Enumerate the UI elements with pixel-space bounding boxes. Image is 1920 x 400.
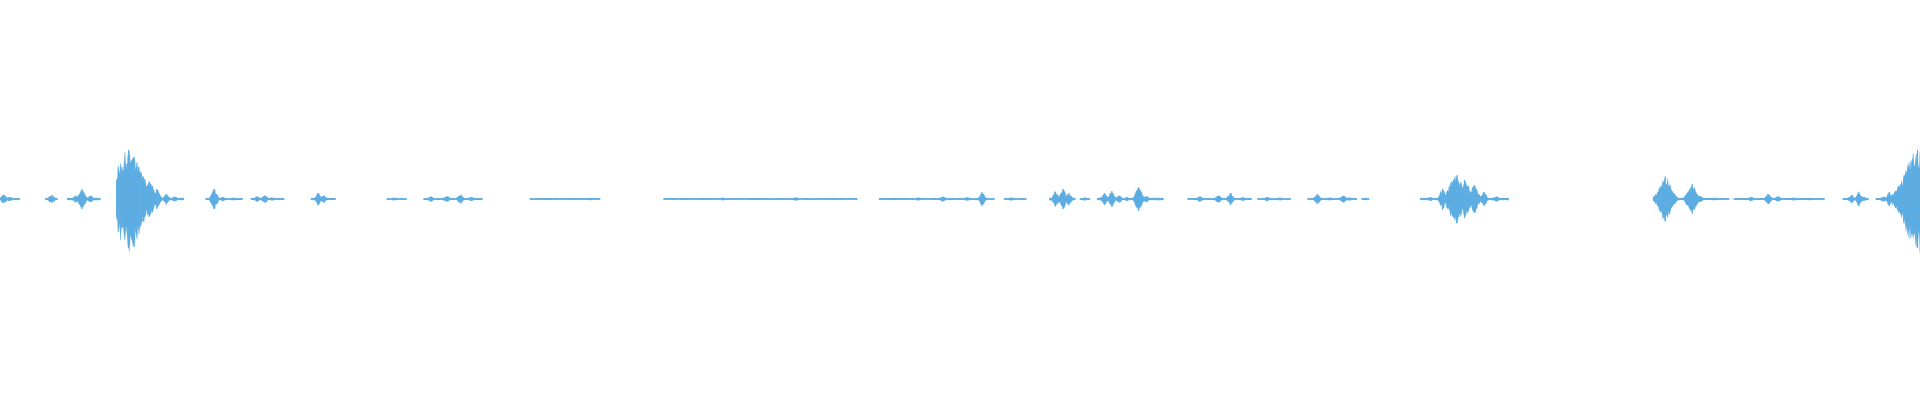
waveform-segment: [116, 150, 184, 252]
waveform-segment: [250, 195, 285, 204]
waveform-envelope: [423, 194, 483, 205]
waveform-envelope: [0, 194, 20, 204]
waveform-segment: [45, 193, 58, 204]
waveform-segment: [386, 197, 407, 201]
waveform-segment: [529, 197, 601, 201]
waveform-segment: [1842, 191, 1869, 208]
waveform-envelope: [116, 150, 184, 252]
waveform-envelope: [1733, 193, 1825, 205]
waveform-envelope: [1875, 151, 1920, 254]
waveform-segment: [1003, 197, 1027, 201]
waveform-segment: [1652, 176, 1730, 222]
waveform-envelope: [1187, 192, 1252, 205]
waveform-segment: [310, 192, 336, 206]
waveform-envelope: [310, 192, 336, 206]
waveform-segment: [1307, 194, 1358, 204]
waveform-envelope: [1049, 189, 1076, 209]
waveform-segment: [1875, 150, 1920, 254]
waveform-envelope: [1361, 197, 1370, 201]
waveform-envelope: [205, 189, 243, 210]
waveform-segment: [205, 189, 243, 210]
waveform-segment: [1361, 197, 1370, 201]
waveform-segment: [1049, 189, 1076, 209]
waveform-envelope: [250, 195, 285, 204]
waveform-envelope: [45, 193, 58, 204]
waveform-segment: [1096, 187, 1164, 212]
waveform-segment: [1079, 197, 1091, 201]
waveform-envelope: [878, 193, 995, 206]
waveform-segment: [423, 194, 483, 205]
waveform-segment: [1257, 196, 1291, 202]
waveform-envelope: [1003, 197, 1027, 201]
waveform-segment: [1733, 193, 1825, 205]
waveform-envelope: [1096, 187, 1164, 212]
waveform-envelope: [1257, 196, 1291, 202]
waveform-segment: [1420, 175, 1509, 224]
waveform-envelope: [1307, 194, 1358, 204]
waveform-envelope: [67, 189, 101, 209]
waveform-envelope: [529, 197, 601, 201]
waveform-segment: [0, 194, 20, 204]
waveform-segment: [67, 189, 101, 209]
waveform-envelope: [1842, 191, 1869, 208]
waveform-envelope: [386, 197, 407, 201]
waveform-segment: [663, 197, 858, 201]
waveform-envelope: [1079, 197, 1091, 201]
waveform-envelope: [663, 197, 858, 201]
waveform-segment: [1187, 192, 1252, 205]
waveform-segment: [878, 192, 995, 206]
waveform-envelope: [1652, 177, 1730, 221]
